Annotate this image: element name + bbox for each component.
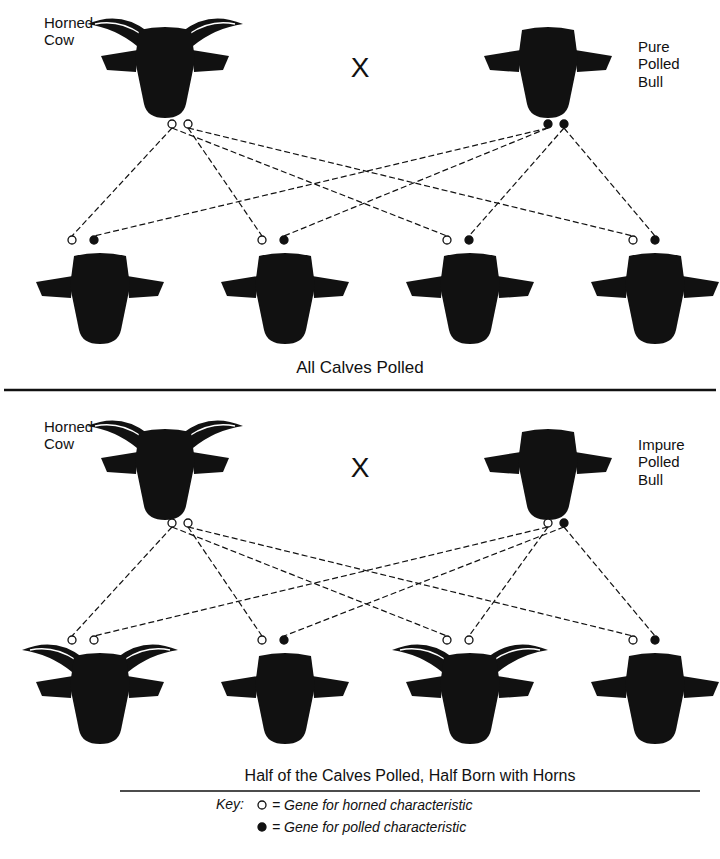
parent-label: Pure Polled Bull bbox=[638, 38, 698, 90]
horned-head bbox=[392, 644, 548, 744]
horned-gene bbox=[443, 236, 451, 244]
horned-gene bbox=[443, 636, 451, 644]
horned-gene bbox=[90, 636, 98, 644]
cross-symbol: X bbox=[340, 52, 380, 84]
polled-gene bbox=[651, 236, 659, 244]
polled-head bbox=[484, 429, 612, 520]
polled-head bbox=[221, 653, 349, 744]
polled-gene bbox=[465, 236, 473, 244]
parent-label: Horned Cow bbox=[44, 14, 114, 49]
divider-rule bbox=[4, 389, 716, 392]
polled-gene bbox=[560, 519, 568, 527]
horned-gene bbox=[184, 519, 192, 527]
caption-text: All Calves Polled bbox=[160, 358, 560, 378]
polled-gene bbox=[544, 120, 552, 128]
horned-gene bbox=[168, 120, 176, 128]
polled-gene bbox=[280, 236, 288, 244]
inheritance-line bbox=[94, 527, 548, 636]
horned-head bbox=[87, 420, 243, 520]
inheritance-line bbox=[284, 128, 548, 236]
polled-gene bbox=[90, 236, 98, 244]
horned-gene bbox=[629, 236, 637, 244]
inheritance-line bbox=[94, 128, 548, 236]
inheritance-line bbox=[172, 128, 447, 236]
inheritance-line bbox=[188, 527, 633, 636]
caption-text: Half of the Calves Polled, Half Born wit… bbox=[100, 767, 720, 785]
horned-gene bbox=[68, 636, 76, 644]
polled-head bbox=[36, 253, 164, 344]
polled-gene bbox=[280, 636, 288, 644]
horned-gene bbox=[465, 636, 473, 644]
inheritance-line bbox=[469, 128, 564, 236]
polled-head bbox=[591, 653, 719, 744]
horned-head bbox=[87, 18, 243, 118]
underline-rule bbox=[120, 790, 700, 792]
parent-label: Impure Polled Bull bbox=[638, 436, 708, 488]
polled-head bbox=[484, 27, 612, 118]
inheritance-line bbox=[188, 128, 633, 236]
horned-gene bbox=[544, 519, 552, 527]
inheritance-line bbox=[564, 128, 655, 236]
legend-text: = Gene for horned characteristic bbox=[272, 797, 472, 813]
horned-gene bbox=[258, 636, 266, 644]
inheritance-line bbox=[72, 128, 172, 236]
polled-head bbox=[406, 253, 534, 344]
legend-swatch bbox=[256, 821, 268, 833]
horned-gene bbox=[68, 236, 76, 244]
key-label: Key: bbox=[216, 796, 256, 812]
polled-head bbox=[591, 253, 719, 344]
parent-label: Horned Cow bbox=[44, 418, 114, 453]
cross-symbol: X bbox=[340, 452, 380, 484]
polled-gene bbox=[651, 636, 659, 644]
inheritance-line bbox=[172, 527, 447, 636]
polled-gene bbox=[560, 120, 568, 128]
legend-text: = Gene for polled characteristic bbox=[272, 819, 466, 835]
inheritance-line bbox=[188, 128, 262, 236]
inheritance-line bbox=[469, 527, 548, 636]
horned-gene bbox=[184, 120, 192, 128]
inheritance-line bbox=[72, 527, 172, 636]
polled-head bbox=[221, 253, 349, 344]
inheritance-line bbox=[188, 527, 262, 636]
legend-entry: = Gene for horned characteristic bbox=[256, 797, 472, 813]
inheritance-line bbox=[564, 527, 655, 636]
horned-gene bbox=[629, 636, 637, 644]
inheritance-line bbox=[284, 527, 564, 636]
horned-gene bbox=[258, 236, 266, 244]
legend-swatch bbox=[256, 799, 268, 811]
horned-head bbox=[22, 644, 178, 744]
legend-entry: = Gene for polled characteristic bbox=[256, 819, 466, 835]
horned-gene bbox=[168, 519, 176, 527]
